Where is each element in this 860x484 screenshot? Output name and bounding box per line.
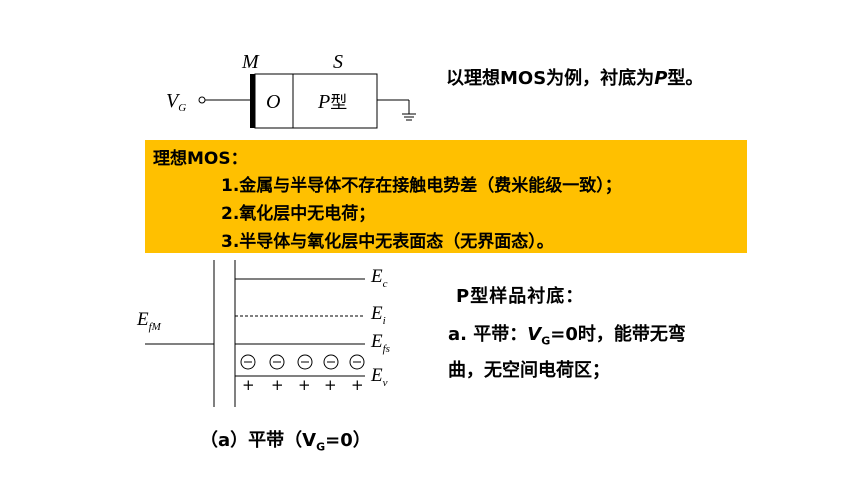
acceptor-ions — [240, 354, 365, 370]
band-diagram-caption: （a）平带（VG=0） — [200, 430, 371, 454]
label-ec: Ec — [370, 266, 388, 290]
label-metal: M — [241, 51, 260, 73]
label-ev: Ev — [370, 365, 388, 389]
mos-structure-diagram: M S VG O P型 — [166, 51, 416, 129]
metal-gate — [250, 74, 255, 128]
label-p-type: P型 — [317, 91, 347, 113]
label-efs: Efs — [370, 331, 390, 355]
label-semiconductor: S — [333, 51, 343, 73]
ground-icon — [402, 113, 416, 121]
label-vg: VG — [166, 90, 186, 114]
svg-text:+: + — [351, 376, 364, 394]
ideal-mos-box: 理想MOS： 1.金属与半导体不存在接触电势差（费米能级一致）； 2.氧化层中无… — [145, 140, 747, 253]
holes: + + + + + — [242, 376, 364, 394]
substrate-caption: 以理想MOS为例，衬底为P型。 — [446, 68, 704, 89]
ideal-condition-1: 1.金属与半导体不存在接触电势差（费米能级一致）； — [221, 176, 622, 196]
vg-terminal — [198, 96, 206, 104]
label-oxide: O — [266, 91, 280, 113]
label-ei: Ei — [370, 303, 386, 327]
flat-band-diagram: + + + + + EfM Ec Ei Efs Ev — [136, 260, 390, 407]
svg-text:+: + — [242, 376, 255, 394]
svg-text:+: + — [324, 376, 337, 394]
semiconductor-region — [292, 73, 378, 129]
ideal-condition-2: 2.氧化层中无电荷； — [221, 204, 376, 224]
label-efm: EfM — [136, 309, 162, 333]
svg-text:+: + — [271, 376, 284, 394]
ptype-flat-band-line1: a. 平带：VG=0时，能带无弯 — [448, 324, 686, 348]
ideal-mos-title: 理想MOS： — [153, 149, 248, 169]
ptype-title: P型样品衬底： — [456, 286, 585, 307]
ideal-condition-3: 3.半导体与氧化层中无表面态（无界面态）。 — [221, 232, 554, 252]
ptype-flat-band-line2: 曲，无空间电荷区； — [448, 360, 610, 381]
svg-text:+: + — [298, 376, 311, 394]
